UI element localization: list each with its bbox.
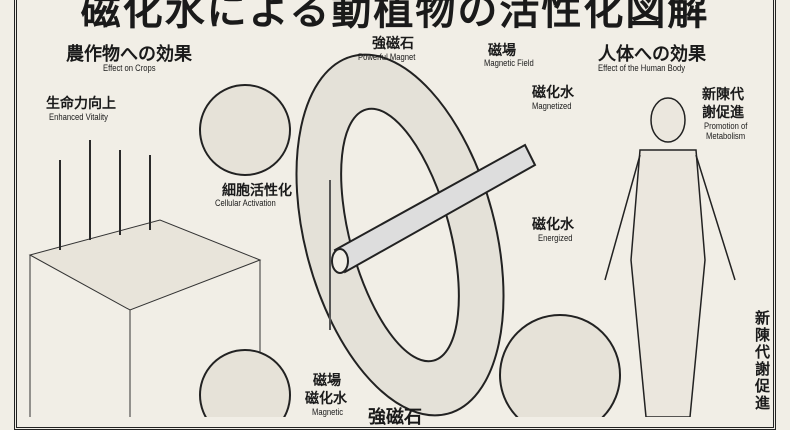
- bottom-subtitle: Magnetic: [312, 407, 344, 417]
- bottom-magnet-label: 強磁石: [368, 407, 422, 428]
- crops-subtitle: Effect on Crops: [103, 63, 156, 73]
- magnet-label: 強磁石: [372, 36, 414, 52]
- metabolism-label-1: 新陳代: [702, 87, 744, 103]
- mitochondria-zoom: [499, 314, 621, 417]
- bottom-field-label: 磁場: [313, 373, 341, 389]
- cell-subtitle: Cellular Activation: [215, 198, 276, 208]
- field-subtitle: Magnetic Field: [484, 58, 534, 68]
- energized-subtitle: Energized: [538, 233, 573, 243]
- bottom-water-label: 磁化水: [305, 391, 347, 407]
- cell-zoom-bottom: [199, 349, 291, 417]
- human-body: [604, 97, 736, 417]
- water-pipe: [331, 143, 537, 274]
- vitality-label: 生命力向上: [46, 96, 116, 112]
- crops-heading: 農作物への効果: [66, 44, 192, 65]
- main-title: 磁化水による動植物の活性化図解: [80, 0, 710, 34]
- crop-field: [28, 140, 262, 417]
- magnet-subtitle: Powerful Magnet: [358, 52, 416, 62]
- vitality-subtitle: Enhanced Vitality: [49, 112, 108, 122]
- human-heading: 人体への効果: [598, 44, 706, 65]
- metabolism-subtitle-1: Promotion of: [704, 121, 748, 131]
- illustration: [28, 53, 736, 417]
- energized-label: 磁化水: [532, 217, 574, 233]
- metabolism-label-2: 謝促進: [702, 105, 744, 121]
- human-subtitle: Effect of the Human Body: [598, 63, 686, 73]
- field-label: 磁場: [488, 43, 516, 59]
- magnetized-subtitle: Magnetized: [532, 101, 572, 111]
- magnetized-label: 磁化水: [532, 85, 574, 101]
- cell-label: 細胞活性化: [222, 183, 292, 199]
- metabolism-subtitle-2: Metabolism: [706, 131, 746, 141]
- metabolism-vertical: 新陳代謝促進: [753, 310, 771, 412]
- cell-zoom-top: [199, 84, 291, 176]
